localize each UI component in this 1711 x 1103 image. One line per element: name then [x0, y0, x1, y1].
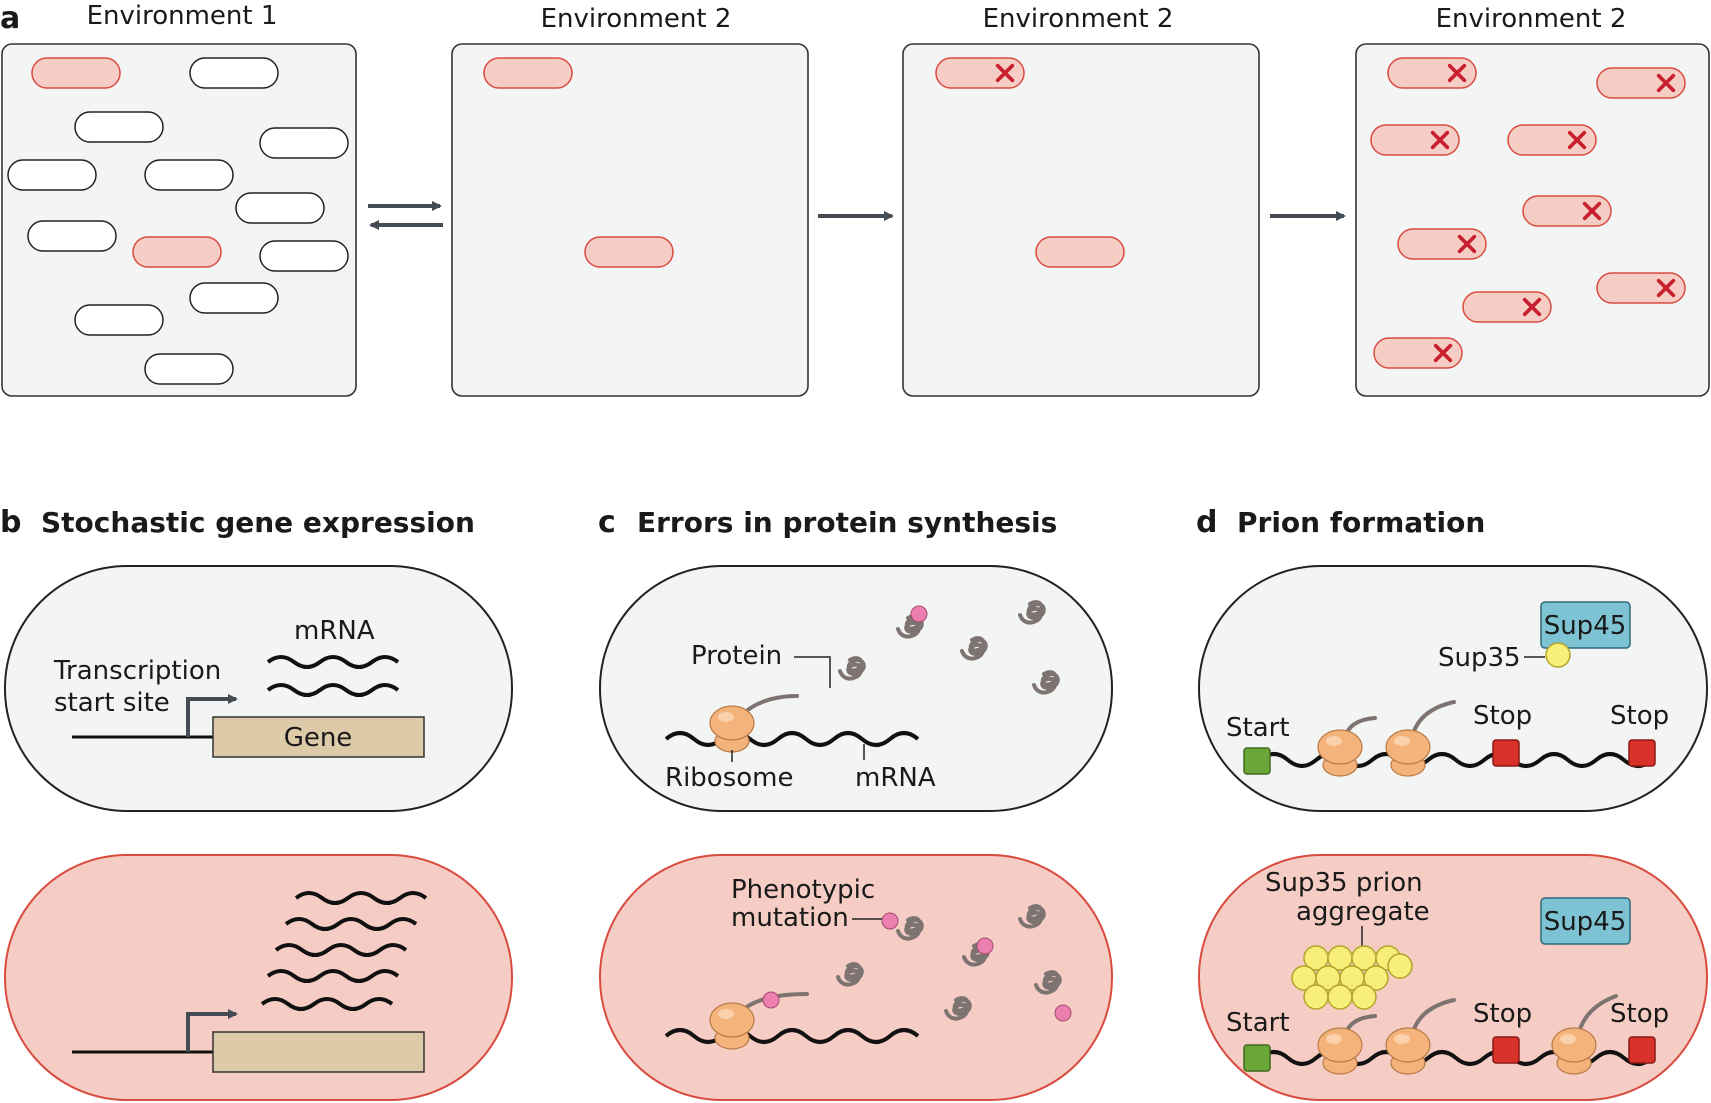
normal-cell: [235, 192, 325, 224]
environment-box-3: [902, 43, 1260, 397]
aggregate-label-line1: Sup35 prion: [1265, 868, 1423, 898]
start-label: Start: [1226, 713, 1290, 743]
sup45-label: Sup45: [1544, 611, 1627, 641]
mrna-waves: [266, 655, 400, 697]
stop-label-2: Stop: [1610, 701, 1669, 731]
start-codon: [1243, 747, 1271, 775]
environment-box-2: [451, 43, 809, 397]
normal-cell: [27, 220, 117, 252]
ribosome-icon: [709, 705, 755, 753]
normal-cell: [74, 111, 164, 143]
mutation-dot: [1054, 1004, 1072, 1022]
sup45-box: [1540, 601, 1631, 649]
sup35-aggregate: [1291, 945, 1413, 1010]
stop-codon: [1492, 739, 1520, 767]
persister-cell-mutant: [935, 57, 1025, 89]
normal-cell: [144, 159, 234, 191]
environment-1-cells: [7, 57, 349, 385]
panel-c-title: Errors in protein synthesis: [637, 506, 1057, 539]
protein-dot: [910, 605, 928, 623]
mrna-label: mRNA: [855, 763, 936, 793]
persister-cell: [31, 57, 121, 89]
mrna-strand: [664, 731, 920, 747]
stop-label-2: Stop: [1610, 999, 1669, 1029]
environment-title-3: Environment 2: [983, 4, 1174, 34]
environment-title-1: Environment 1: [87, 1, 278, 31]
panel-b-letter: b: [0, 505, 21, 540]
sup45-box: [1540, 897, 1631, 945]
normal-cell: [74, 304, 164, 336]
mrna-strand: [664, 1028, 920, 1044]
nascent-protein: [743, 694, 799, 714]
tss-label-line1: Transcription: [53, 656, 221, 686]
panel-d-title: Prion formation: [1237, 506, 1485, 539]
persister-cell: [132, 236, 222, 268]
stop-codon: [1628, 1036, 1656, 1064]
ribosome-icon: [1317, 1027, 1363, 1075]
panel-b-title: Stochastic gene expression: [41, 506, 475, 539]
sup45-label: Sup45: [1544, 907, 1627, 937]
gene-label: Gene: [284, 723, 353, 753]
persister-cell: [483, 57, 573, 89]
protein-leader: [794, 656, 831, 688]
normal-cell: [189, 57, 279, 89]
environment-4-cells: [1370, 57, 1686, 369]
start-codon: [1243, 1044, 1271, 1072]
ribosome-icon: [1385, 729, 1431, 777]
persister-cell: [584, 236, 674, 268]
tss-arrow: [186, 1009, 238, 1052]
normal-cell: [259, 240, 349, 272]
mutation-dot: [976, 937, 994, 955]
ribosome-icon: [1551, 1027, 1597, 1075]
sup35-label: Sup35: [1438, 643, 1521, 673]
stop-codon: [1492, 1036, 1520, 1064]
panel-c-letter: c: [598, 505, 616, 540]
sup35-dot: [1545, 642, 1571, 668]
ribosome-label: Ribosome: [665, 763, 793, 793]
normal-cell: [144, 353, 234, 385]
mrna-waves-high: [260, 891, 428, 1011]
normal-cell: [7, 159, 97, 191]
environment-title-4: Environment 2: [1436, 4, 1627, 34]
normal-cell: [259, 127, 349, 159]
phenotypic-label-line1: Phenotypic: [731, 875, 875, 905]
stop-label-1: Stop: [1473, 999, 1532, 1029]
stop-label-1: Stop: [1473, 701, 1532, 731]
tss-label-line2: start site: [54, 688, 170, 718]
mrna-label: mRNA: [294, 616, 375, 646]
mutation-dot: [881, 912, 899, 930]
gene-box: [212, 1031, 425, 1073]
aggregate-label-line2: aggregate: [1296, 897, 1430, 927]
ribosome-icon: [1317, 729, 1363, 777]
ribosome-icon: [709, 1002, 755, 1050]
phenotypic-label-line2: mutation: [731, 903, 849, 933]
ribosome-icon: [1385, 1027, 1431, 1075]
start-label: Start: [1226, 1008, 1290, 1038]
stop-codon: [1628, 739, 1656, 767]
mutation-dot: [762, 991, 780, 1009]
normal-cell: [189, 282, 279, 314]
gene-box: [212, 716, 425, 758]
tss-arrow: [186, 694, 238, 737]
panel-d-letter: d: [1196, 505, 1217, 540]
protein-label: Protein: [691, 641, 782, 671]
persister-cell: [1035, 236, 1125, 268]
cell-normal-d: [1198, 565, 1708, 812]
panel-a-letter: a: [0, 1, 20, 36]
environment-title-2: Environment 2: [541, 4, 732, 34]
